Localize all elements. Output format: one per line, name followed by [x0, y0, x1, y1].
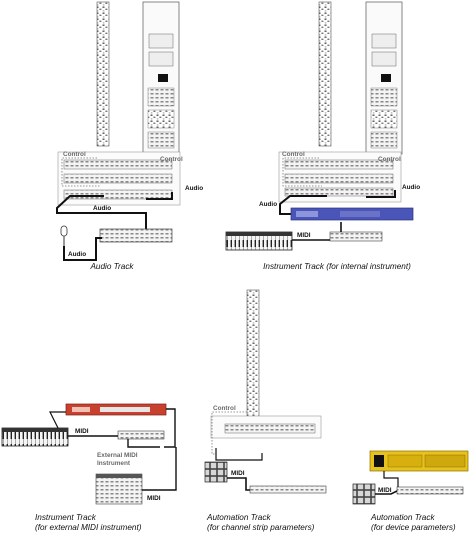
mixer-channel-strip [318, 1, 332, 147]
midi-cable [227, 477, 250, 491]
midi-label: MIDI [147, 495, 161, 502]
audio-interface [99, 228, 173, 243]
midi-interface [329, 231, 383, 242]
audio-label: Audio [402, 184, 420, 191]
midi-controller [204, 461, 228, 483]
midi-cable [375, 490, 398, 495]
caption-audio-track: Audio Track [90, 262, 134, 271]
mixer-master-section [365, 1, 403, 155]
audio-label: Audio [93, 205, 111, 212]
mixer-channel-strip [246, 289, 260, 423]
caption-automation-channel: Automation Track (for channel strip para… [207, 513, 347, 533]
audio-track-panel: Control Control Audio Audio Audio [56, 1, 203, 261]
caption-automation-device-line1: Automation Track [371, 513, 435, 522]
automation-device-panel: MIDI [352, 450, 469, 505]
midi-controller [352, 483, 376, 505]
control-label: Control [160, 156, 183, 163]
midi-label: MIDI [75, 428, 89, 435]
control-label: Control [213, 405, 236, 412]
audio-label: Audio [185, 185, 203, 192]
midi-interface [249, 485, 327, 494]
caption-instrument-external: Instrument Track (for external MIDI inst… [35, 513, 175, 533]
microphone-icon [60, 225, 68, 246]
midi-interface [117, 430, 165, 440]
audio-label: Audio [259, 201, 277, 208]
control-label: Control [282, 151, 305, 158]
midi-label: MIDI [378, 487, 392, 494]
audio-cable-out [366, 190, 396, 198]
caption-automation-device: Automation Track (for device parameters) [371, 513, 471, 533]
midi-label: MIDI [231, 470, 245, 477]
caption-automation-channel-line1: Automation Track [207, 513, 271, 522]
midi-label: MIDI [297, 232, 311, 239]
audio-cable-in [279, 195, 327, 215]
external-midi-instrument [95, 473, 143, 505]
audio-label: Audio [68, 251, 86, 258]
caption-automation-channel-line2: (for channel strip parameters) [207, 523, 315, 532]
caption-instrument-internal: Instrument Track (for internal instrumen… [263, 262, 411, 271]
external-midi-instrument-label: External MIDI Instrument [97, 452, 138, 467]
caption-instrument-external-line1: Instrument Track [35, 513, 96, 522]
mixer-channel-strip [96, 1, 110, 147]
automation-channel-panel: Control MIDI [204, 289, 327, 494]
control-label: Control [378, 156, 401, 163]
audio-cable-out [146, 192, 173, 200]
instrument-internal-panel: Control Control Audio Audio MIDI [225, 1, 420, 251]
caption-instrument-external-line2: (for external MIDI instrument) [35, 523, 142, 532]
midi-interface [396, 486, 464, 495]
instrument-external-panel: MIDI MIDI [1, 403, 177, 505]
caption-automation-device-line2: (for device parameters) [371, 523, 456, 532]
control-label: Control [63, 151, 86, 158]
